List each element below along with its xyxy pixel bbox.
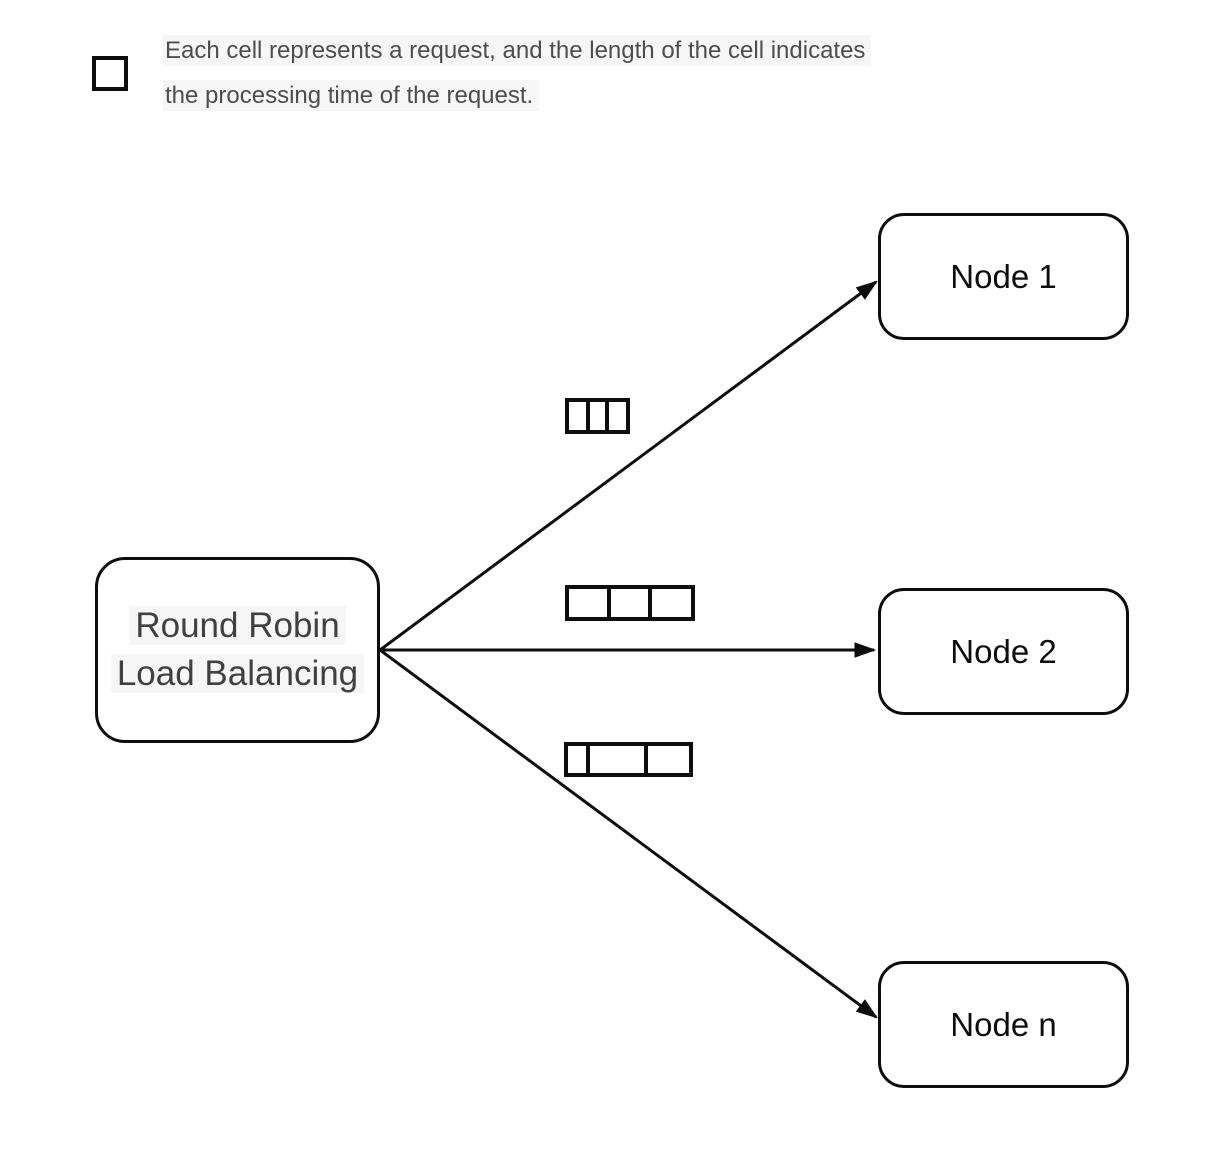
request-queue-node-2 (565, 585, 695, 621)
node-label: Node n (950, 1005, 1057, 1043)
request-cell (609, 402, 626, 430)
legend-text-line1: Each cell represents a request, and the … (163, 28, 872, 73)
node-label: Node 2 (950, 632, 1057, 670)
request-cell (568, 746, 590, 773)
node-box-1: Node 1 (878, 213, 1129, 340)
request-cell (647, 746, 689, 773)
legend-text-line2: the processing time of the request. (163, 73, 871, 118)
source-box: Round Robin Load Balancing (95, 557, 380, 743)
source-label-line1: Round Robin (129, 602, 346, 650)
request-cell (589, 402, 610, 430)
request-cell (569, 402, 590, 430)
request-queue-node-n (564, 742, 693, 777)
legend: Each cell represents a request, and the … (163, 28, 872, 118)
request-cell (610, 589, 652, 617)
source-label-line2: Load Balancing (110, 650, 365, 698)
arrow-to-node-n (379, 648, 876, 1017)
node-box-n: Node n (878, 961, 1129, 1088)
request-cell (589, 746, 648, 773)
request-cell (651, 589, 691, 617)
node-box-2: Node 2 (878, 588, 1129, 715)
request-queue-node-1 (565, 398, 630, 434)
node-label: Node 1 (950, 257, 1057, 295)
cell-square-icon (92, 56, 128, 91)
request-cell (569, 589, 611, 617)
